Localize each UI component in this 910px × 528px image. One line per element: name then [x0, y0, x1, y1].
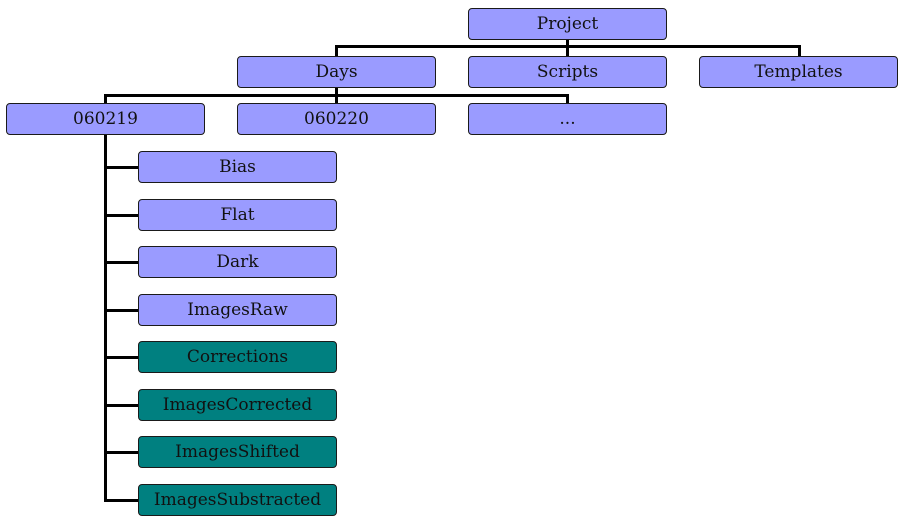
node-templates[interactable]: Templates: [699, 56, 898, 88]
connector-branch-corrections: [104, 356, 139, 359]
node-corrections[interactable]: Corrections: [138, 341, 337, 373]
connector-root-stem: [566, 39, 569, 48]
connector-templates-drop: [798, 45, 801, 57]
connector-day-060219-drop: [104, 94, 107, 104]
node-project[interactable]: Project: [468, 8, 667, 40]
node-dark[interactable]: Dark: [138, 246, 337, 278]
node-scripts[interactable]: Scripts: [468, 56, 667, 88]
connector-060219-spine: [104, 135, 107, 502]
connector-days-drop: [335, 45, 338, 57]
node-bias[interactable]: Bias: [138, 151, 337, 183]
connector-branch-bias: [104, 166, 139, 169]
connector-branch-imagescorrected: [104, 404, 139, 407]
connector-scripts-drop: [566, 45, 569, 57]
node-day-more[interactable]: ...: [468, 103, 667, 135]
node-flat[interactable]: Flat: [138, 199, 337, 231]
connector-branch-flat: [104, 214, 139, 217]
node-imagesraw[interactable]: ImagesRaw: [138, 294, 337, 326]
connector-day-060220-drop: [335, 94, 338, 104]
node-imagessubstracted[interactable]: ImagesSubstracted: [138, 484, 337, 516]
node-day-060220[interactable]: 060220: [237, 103, 436, 135]
node-days[interactable]: Days: [237, 56, 436, 88]
node-day-060219[interactable]: 060219: [6, 103, 205, 135]
connector-day-more-drop: [566, 94, 569, 104]
connector-days-stem: [335, 87, 338, 97]
connector-branch-imagesraw: [104, 309, 139, 312]
connector-branch-dark: [104, 261, 139, 264]
node-imagescorrected[interactable]: ImagesCorrected: [138, 389, 337, 421]
node-imagesshifted[interactable]: ImagesShifted: [138, 436, 337, 468]
connector-branch-imagessubstracted: [104, 499, 139, 502]
connector-branch-imagesshifted: [104, 451, 139, 454]
